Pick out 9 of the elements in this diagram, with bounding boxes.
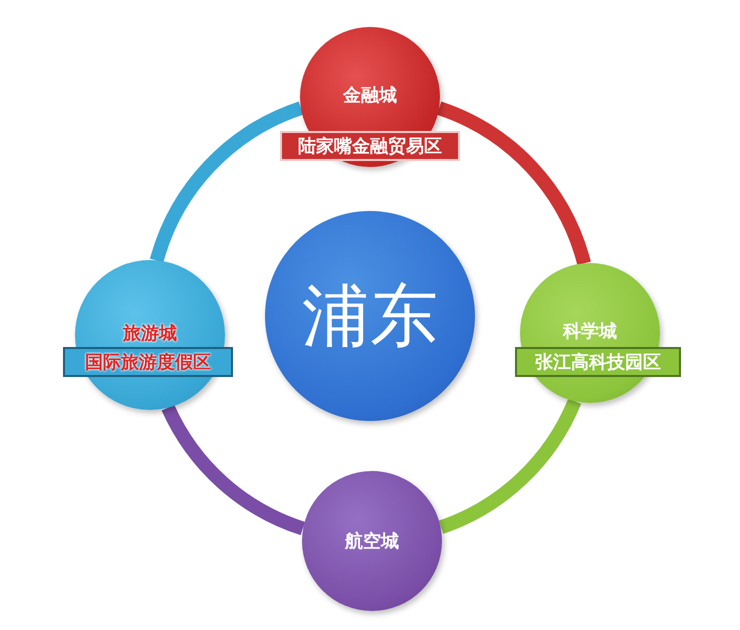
center-circle: 浦东 <box>265 211 475 421</box>
city-circle: 航空城 <box>302 471 442 611</box>
ring-arc <box>162 404 306 536</box>
ring-arc <box>436 102 591 266</box>
district-label-box: 国际旅游度假区 <box>63 347 233 377</box>
district-label-box: 张江高科技园区 <box>515 347 681 377</box>
ring-arc <box>438 398 582 534</box>
district-label-box: 陆家嘴金融贸易区 <box>280 131 460 161</box>
ring-arc <box>150 102 304 263</box>
